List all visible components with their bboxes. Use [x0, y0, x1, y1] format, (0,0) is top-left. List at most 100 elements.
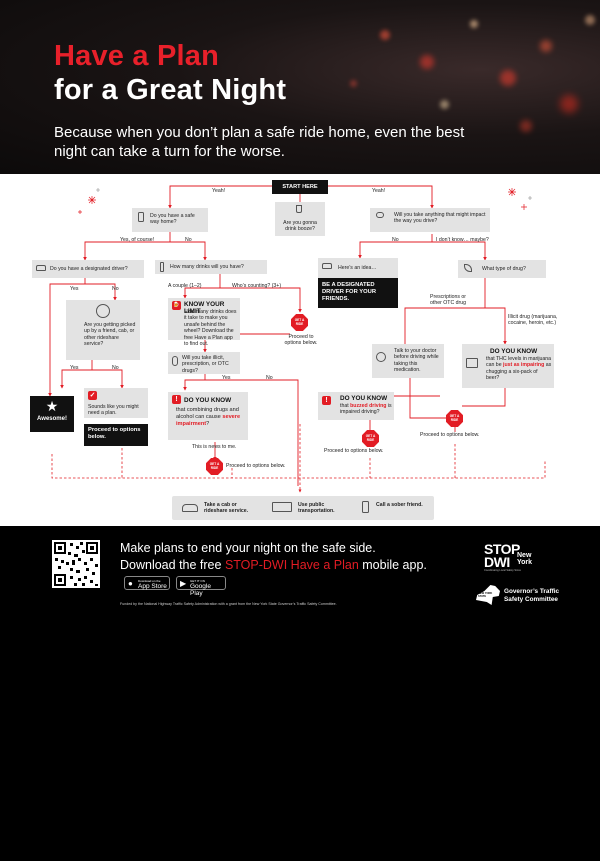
awesome-box	[30, 396, 74, 432]
phone-icon	[138, 212, 144, 222]
dyk-heading: DO YOU KNOW	[184, 397, 232, 404]
gtsc-line-1: Governor’s Traffic	[504, 588, 560, 595]
pills-icon	[376, 212, 384, 218]
dyk-drugs-alcohol-box	[168, 392, 248, 440]
dwi-text: DWI	[484, 554, 510, 570]
impact-question: Will you take anything that might impact…	[394, 212, 486, 225]
cta-line-2: Download the free STOP-DWI Have a Plan m…	[120, 558, 427, 572]
drug-type-box	[458, 260, 546, 278]
yes-label: Yes	[70, 365, 79, 371]
yes-label: Yes	[222, 375, 231, 381]
hero-header: Have a Plan for a Great Night Because wh…	[0, 0, 600, 174]
get-a-ride-sign: GET A RIDE	[446, 410, 463, 427]
impact-question-box	[370, 208, 490, 232]
bokeh-light	[500, 70, 516, 86]
drug-type-question: What type of drug?	[482, 266, 526, 272]
options-bar	[172, 496, 434, 520]
pickup-question: Are you getting picked up by a friend, c…	[84, 322, 136, 348]
google-play-big-text: Google Play	[190, 582, 211, 597]
beer-icon: 🍺	[172, 301, 181, 310]
designated-driver-box	[32, 260, 144, 278]
glass-icon	[296, 205, 302, 213]
stop-dwi-wordmark: STOP DWI New York Coordinating Local Saf…	[484, 541, 554, 572]
yeah-right-label: Yeah!	[372, 188, 386, 194]
gtsc-line-2: Safety Committee	[504, 596, 558, 603]
dont-know-label: I don’t know… maybe?	[436, 237, 489, 243]
get-a-ride-sign: GET A RIDE	[291, 314, 308, 331]
bokeh-light	[470, 20, 478, 28]
play-icon: ▶	[180, 579, 187, 588]
how-many-question: How many drinks will you have?	[170, 264, 244, 270]
illicit-question-box	[168, 352, 240, 374]
start-here-label: START HERE	[282, 184, 318, 190]
funding-notice: Funded by the National Highway Traffic S…	[120, 602, 337, 606]
car-icon	[182, 504, 198, 512]
app-store-button[interactable]: ● Download on the App Store	[124, 576, 170, 590]
bokeh-light	[380, 30, 390, 40]
title-line-2: for a Great Night	[54, 74, 287, 106]
google-play-small-text: GET IT ON	[190, 578, 205, 583]
drink-question-text: Are you gonna drink booze?	[283, 220, 317, 233]
title-line-1: Have a Plan	[54, 40, 220, 72]
be-dd-label: BE A DESIGNATED DRIVER FOR YOUR FRIENDS.	[322, 282, 377, 302]
pill-icon	[172, 356, 178, 366]
get-a-ride-sign: GET A RIDE	[362, 430, 379, 447]
bokeh-light	[440, 100, 449, 109]
bottle-icon	[160, 262, 164, 272]
proceed-options-label: Proceed to options below.	[284, 334, 318, 347]
prescriptions-label: Prescriptions or other OTC drug	[430, 294, 467, 307]
check-icon: ✓	[88, 391, 97, 400]
be-dd-box	[318, 278, 398, 308]
stop-dwi-tagline: Coordinating Local Safety Since	[484, 569, 521, 572]
google-play-button[interactable]: ▶ GET IT ON Google Play	[176, 576, 226, 597]
how-many-box	[155, 260, 267, 274]
dyk-drugs-alcohol-text: that combining drugs and alcohol can cau…	[176, 407, 241, 427]
subtitle: Because when you don’t plan a safe ride …	[54, 124, 465, 160]
option-public-transport: Use public transportation.	[298, 502, 335, 515]
yeah-left-label: Yeah!	[212, 188, 226, 194]
news-to-me-label: This is news to me.	[192, 444, 237, 450]
start-here-box	[272, 180, 328, 194]
stethoscope-icon	[376, 352, 386, 362]
app-name-highlight: STOP-DWI Have a Plan	[224, 558, 359, 572]
option-sober-friend: Call a sober friend.	[376, 502, 423, 508]
flowchart-connectors	[48, 185, 546, 493]
dyk-heading: DO YOU KNOW	[490, 348, 538, 355]
phone-icon	[362, 501, 369, 513]
app-store-small-text: Download on the	[138, 578, 161, 583]
bokeh-light	[585, 15, 595, 25]
idea-box	[318, 258, 398, 278]
drink-question-box	[275, 202, 325, 236]
no-label: No	[392, 237, 399, 243]
know-limit-heading: KNOW YOUR LIMIT	[184, 301, 225, 315]
designated-driver-question: Do you have a designated driver?	[50, 266, 128, 272]
car-icon	[36, 265, 46, 271]
qr-code[interactable]	[52, 540, 100, 588]
bus-stop-icon	[272, 502, 292, 512]
alert-icon: !	[172, 395, 181, 404]
proceed-options-label: Proceed to options below.	[226, 463, 286, 469]
yes-of-course-label: Yes, of course!	[120, 237, 155, 243]
car-icon	[322, 263, 332, 269]
proceed-box-label: Proceed to options below.	[88, 427, 141, 440]
safe-way-question: Do you have a safe way home?	[150, 213, 195, 226]
illicit-drug-label: Illicit drug (marijuana, cocaine, heroin…	[508, 314, 558, 327]
ny-state-text: NEW YORK STATE	[478, 592, 493, 598]
stop-text: STOP	[484, 541, 520, 557]
talk-doctor-text: Talk to your doctor before driving while…	[394, 348, 439, 374]
bokeh-light	[520, 120, 532, 132]
dyk-thc-text: that THC levels in marijuana can be just…	[486, 356, 552, 382]
yes-label: Yes	[70, 286, 79, 292]
couple-label: A couple (1–2)	[168, 283, 202, 289]
star-icon: ★	[45, 398, 59, 414]
idea-label: Here’s an idea…	[338, 265, 377, 271]
bokeh-light	[420, 55, 434, 69]
flowchart-panel: START HERE Yeah! Yeah! Are you gonna dri…	[0, 174, 600, 526]
qr-code-pattern	[54, 542, 98, 586]
no-label: No	[185, 237, 192, 243]
proceed-options-label: Proceed to options below.	[324, 448, 384, 454]
alert-icon: !	[322, 396, 331, 405]
awesome-label: Awesome!	[37, 416, 67, 422]
apple-icon: ●	[128, 579, 133, 588]
need-plan-text: Sounds like you might need a plan.	[88, 404, 139, 417]
